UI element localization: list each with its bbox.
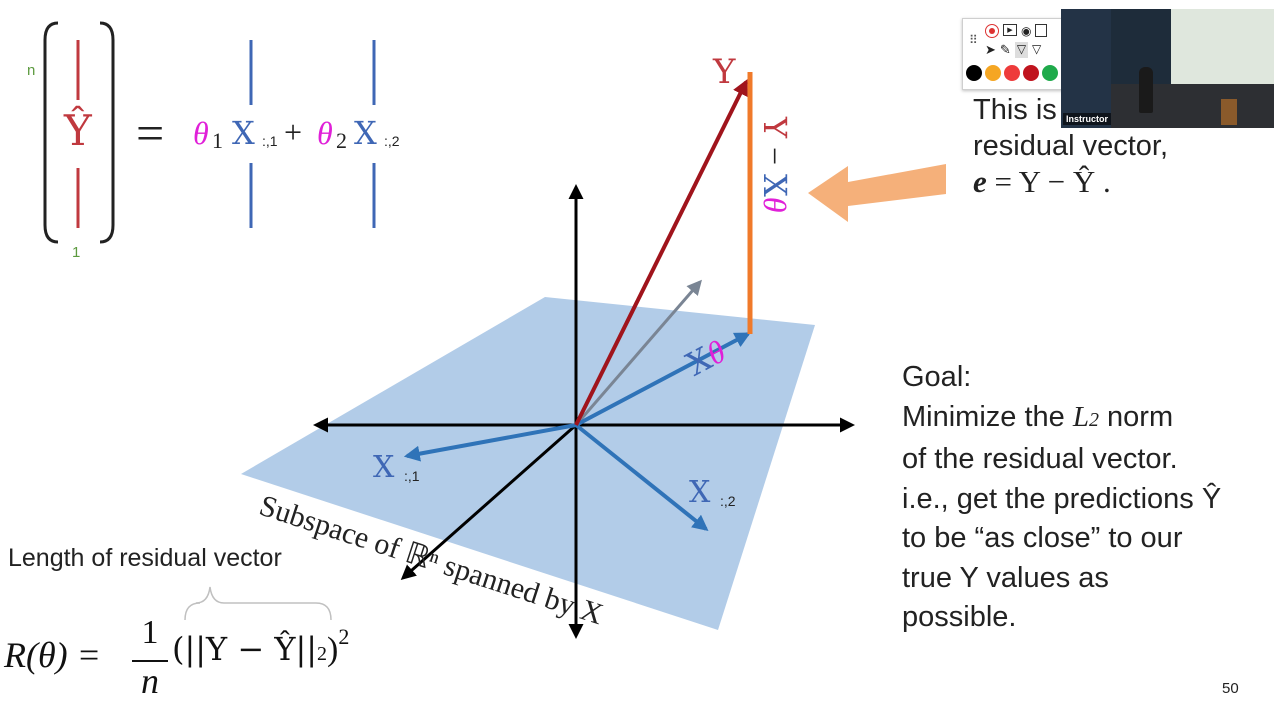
x-col1-vector-label: X [373, 450, 395, 485]
residual-x-symbol: X [756, 173, 794, 197]
subspace-plane [241, 297, 815, 630]
curly-brace [184, 586, 332, 621]
goal-line4: to be “as close” to our [902, 522, 1183, 554]
toolbar-grip-handle[interactable]: ⠿ [969, 33, 978, 47]
dimension-n-label: n [27, 62, 36, 79]
gray-vector [574, 279, 702, 426]
residual-y-symbol: Y [756, 117, 794, 139]
theta2-subscript: 2 [336, 128, 347, 153]
axis-diagonal [400, 423, 577, 580]
pointer-icon[interactable]: ➤ [985, 42, 996, 57]
residual-minus-sign: − [757, 147, 793, 166]
color-swatch-green[interactable] [1042, 65, 1058, 81]
residual-theta-symbol: θ [757, 196, 793, 213]
theta1-subscript: 1 [212, 128, 223, 153]
x-col2-subscript: :,2 [384, 133, 400, 149]
goal-l-subscript: 2 [1088, 408, 1099, 431]
loss-power: 2 [338, 624, 350, 649]
x-col2-vector-label: X [689, 475, 711, 510]
video-person-figure [1139, 67, 1153, 113]
color-swatch-darkred[interactable] [1023, 65, 1039, 81]
loss-numerator: 1 [141, 614, 159, 651]
y-vector [574, 79, 748, 426]
x-theta-vector [575, 332, 751, 427]
video-left-curtain [1061, 9, 1111, 128]
left-bracket [43, 21, 59, 244]
toolbar-row-tools-1: ▶ ◉ [985, 24, 1048, 38]
underbrace-graphics [184, 586, 332, 621]
residual-note-line2: residual vector, [973, 130, 1169, 162]
loss-lhs: R(θ) = [4, 635, 101, 675]
annotation-toolbar: ⠿ ▶ ◉ ➤ ✎ ▽ ▽ [962, 18, 1064, 90]
dimension-one-label: 1 [72, 244, 81, 261]
instructor-video-tile[interactable]: Instructor [1061, 9, 1274, 128]
eye-icon[interactable]: ◉ [1021, 24, 1032, 38]
record-icon[interactable] [985, 24, 999, 38]
residual-pointer-arrow [808, 164, 946, 222]
equation-graphics [43, 21, 376, 244]
goal-l-symbol: L [1072, 400, 1089, 433]
eraser-icon[interactable]: ▽ [1032, 42, 1042, 56]
residual-e-symbol: e [973, 164, 987, 199]
loss-norm-subscript: 2 [317, 643, 328, 665]
participant-name-label: Instructor [1063, 113, 1112, 125]
toolbar-color-palette [966, 65, 1058, 81]
fraction-bar [132, 660, 168, 662]
color-swatch-orange[interactable] [985, 65, 1001, 81]
goal-line2: of the residual vector. [902, 443, 1178, 475]
y-vector-label: Y [713, 52, 736, 92]
x-col1-subscript: :,1 [262, 133, 278, 149]
theta1-symbol: θ [193, 115, 209, 151]
residual-equation: = Y − Ŷ . [986, 164, 1111, 199]
loss-denominator: n [141, 661, 159, 701]
loss-norm-expression: (||Y − Ŷ|| [172, 630, 318, 668]
highlighter-icon[interactable]: ▽ [1014, 42, 1029, 58]
goal-line5: true Y values as [902, 561, 1109, 594]
brace-label: Length of residual vector [8, 544, 282, 572]
pen-icon[interactable]: ✎ [999, 42, 1011, 57]
color-swatch-red[interactable] [1004, 65, 1020, 81]
video-stage [1111, 84, 1274, 128]
right-bracket [99, 21, 115, 244]
goal-line6: possible. [902, 601, 1017, 633]
x-col1-vector-sub: :,1 [404, 468, 420, 484]
yhat-symbol: Ŷ [64, 106, 92, 155]
residual-note-line1: This is [973, 94, 1057, 126]
toolbar-row-tools-2: ➤ ✎ ▽ ▽ [985, 42, 1041, 58]
slide-page-number: 50 [1222, 680, 1239, 697]
color-swatch-black[interactable] [966, 65, 982, 81]
x-col2-vector [574, 423, 709, 531]
equals-sign: = [136, 105, 165, 161]
goal-line1: Minimize the L2 norm [902, 400, 1174, 433]
play-icon[interactable]: ▶ [1003, 24, 1017, 36]
save-icon[interactable] [1035, 24, 1048, 37]
video-podium [1221, 99, 1237, 125]
loss-close-paren: ) [327, 631, 339, 668]
residual-note: This is residual vector, e = Y − Ŷ . [973, 92, 1168, 200]
goal-line3: i.e., get the predictions Ŷ [902, 482, 1222, 515]
theta2-symbol: θ [317, 115, 333, 151]
goal-title: Goal: [902, 361, 972, 393]
video-projection-screen [1171, 9, 1274, 87]
x-col1-symbol: X [232, 114, 255, 152]
x-col2-vector-sub: :,2 [720, 493, 736, 509]
loss-body: (||Y − Ŷ||2)2 [172, 624, 349, 669]
residual-rotated-label: Y − Xθ [752, 117, 794, 268]
plus-sign: + [284, 114, 303, 150]
goal-text-block: Goal: Minimize the L2 norm of the residu… [902, 358, 1221, 638]
x-col1-vector [403, 423, 577, 462]
x-col2-symbol: X [354, 114, 377, 152]
